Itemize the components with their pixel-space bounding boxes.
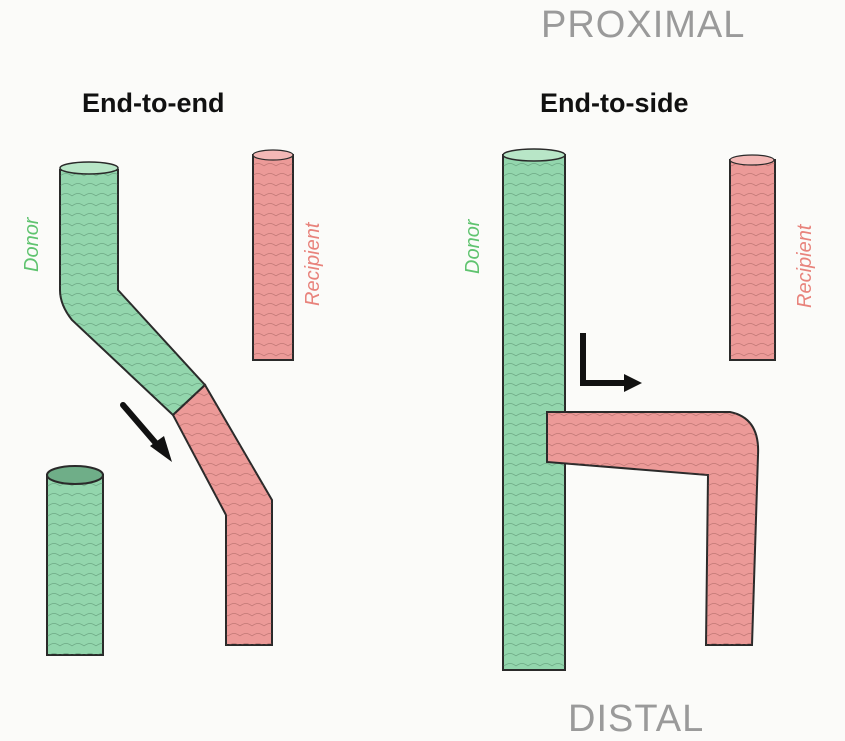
elbow-arrow-icon <box>583 333 642 392</box>
right-recipient-distal <box>547 412 758 645</box>
recipient-label-right: Recipient <box>795 225 815 308</box>
left-recipient-proximal <box>253 150 293 360</box>
recipient-label-left: Recipient <box>303 223 323 306</box>
flow-arrow-icon <box>123 405 172 462</box>
left-recipient-distal <box>173 385 272 645</box>
proximal-header: PROXIMAL <box>541 6 745 44</box>
donor-label-left: Donor <box>22 218 42 272</box>
donor-label-right: Donor <box>463 220 483 274</box>
end-to-side-title: End-to-side <box>540 90 689 117</box>
right-donor-vessel <box>503 149 565 670</box>
left-donor-vessel <box>60 162 205 415</box>
donor-stump-opening <box>47 466 103 484</box>
distal-header: DISTAL <box>568 700 704 738</box>
left-donor-distal-stump <box>47 466 103 655</box>
end-to-end-title: End-to-end <box>82 90 224 117</box>
right-recipient-proximal <box>730 155 775 360</box>
donor-lumen-opening <box>60 162 118 174</box>
